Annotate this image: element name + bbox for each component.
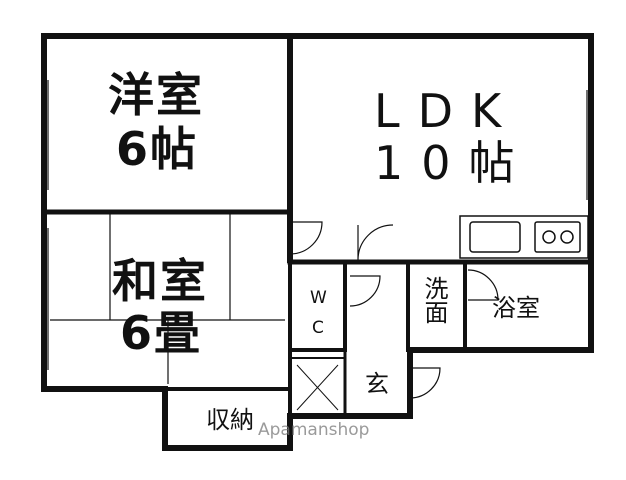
wc-label-c: C (312, 318, 324, 338)
wc-label-w: W (310, 288, 327, 308)
bath-label: 浴室 (492, 294, 540, 322)
watermark: Apamanshop (258, 420, 370, 440)
door-swing-japanese (289, 221, 323, 255)
ldk-size: 10帖 (374, 136, 533, 190)
door-swing-entrance (409, 367, 441, 399)
western-room-name: 洋室 (108, 68, 204, 122)
stove-burner (542, 230, 556, 244)
ldk-name: LDK (374, 84, 520, 138)
closet-cross (296, 364, 339, 411)
western-room-size: 6帖 (116, 122, 199, 176)
japanese-room-name: 和室 (112, 254, 208, 308)
entrance-label: 玄 (365, 370, 389, 398)
kitchen-stove (534, 221, 581, 253)
stove-burner (560, 230, 574, 244)
kitchen-counter (459, 215, 589, 259)
door-swing-washroom (467, 269, 499, 301)
washroom-label: 洗面 (420, 276, 448, 324)
door-swing-ldk (357, 224, 394, 261)
door-swing-wc (349, 275, 381, 307)
kitchen-sink (469, 221, 521, 253)
storage-label: 収納 (206, 406, 254, 434)
japanese-room-size: 6畳 (120, 306, 203, 360)
